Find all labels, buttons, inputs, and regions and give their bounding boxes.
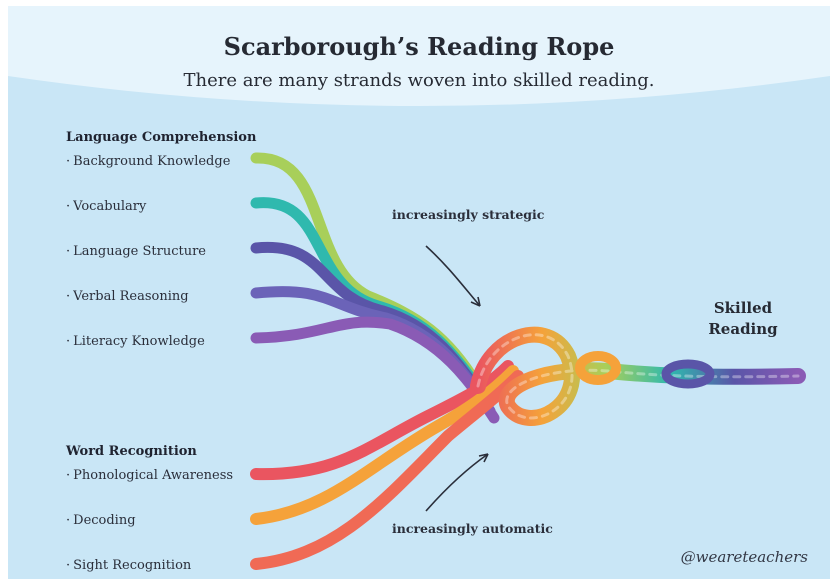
strategic-label: increasingly strategic [392,207,544,222]
page-subtitle: There are many strands woven into skille… [8,70,830,91]
skilled-reading-label: Skilled Reading [698,298,788,340]
wr-item: ·Phonological Awareness [66,468,233,483]
language-comprehension-heading: Language Comprehension [66,130,256,145]
strategic-arrow [426,246,480,306]
lc-item: ·Language Structure [66,244,206,259]
page-title: Scarborough’s Reading Rope [8,32,830,61]
lc-item: ·Background Knowledge [66,154,230,169]
skilled-reading-line1: Skilled [698,298,788,319]
credit-watermark: @weareteachers [681,548,808,566]
wr-item: ·Decoding [66,513,136,528]
lc-item: ·Literacy Knowledge [66,334,205,349]
lc-item: ·Vocabulary [66,199,146,214]
word-recognition-heading: Word Recognition [66,444,197,459]
skilled-reading-line2: Reading [698,319,788,340]
automatic-label: increasingly automatic [392,521,553,536]
braided-rope [478,335,798,418]
language-strands [256,158,494,418]
wr-item: ·Sight Recognition [66,558,191,573]
lc-item: ·Verbal Reasoning [66,289,189,304]
automatic-arrow [426,454,488,511]
reading-rope-infographic: Scarborough’s Reading Rope There are man… [8,6,830,579]
